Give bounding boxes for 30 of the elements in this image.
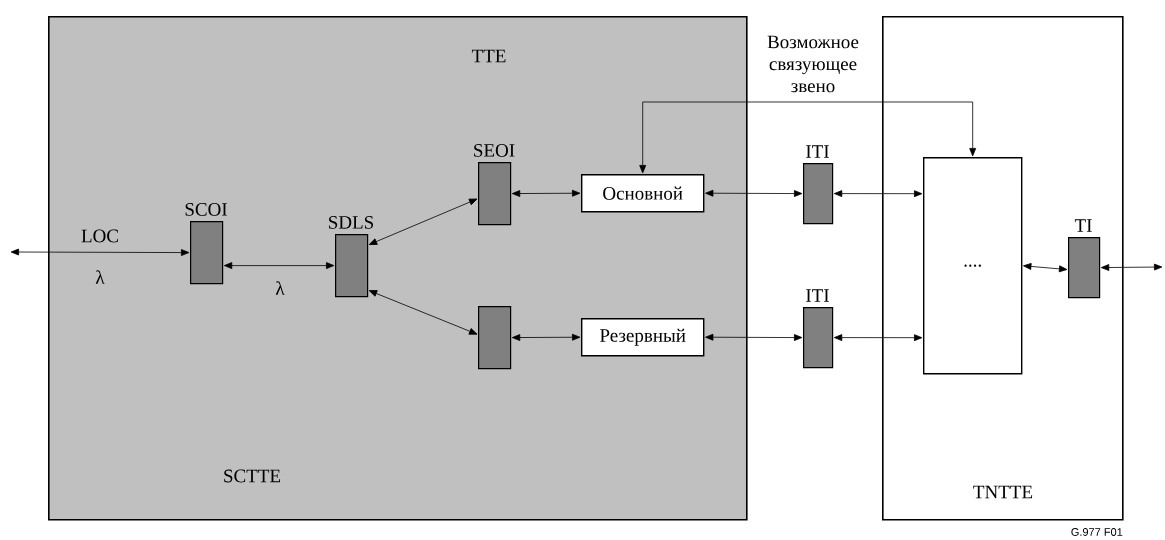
double-arrow <box>833 334 923 342</box>
port-label: SCOI <box>185 203 227 216</box>
double-arrow <box>1023 263 1068 273</box>
double-arrow <box>10 248 190 256</box>
figure-id: G.977 F01 <box>1071 528 1123 536</box>
double-arrow <box>705 189 803 197</box>
double-arrow <box>368 290 478 335</box>
double-arrow <box>833 190 923 198</box>
port-label: SEOI <box>474 144 515 157</box>
panel-label: TNTTE <box>973 485 1033 499</box>
port-label: SDLS <box>329 216 374 229</box>
text-box: .... <box>923 157 1023 375</box>
panel-label: SCTTE <box>224 469 281 483</box>
double-arrow <box>511 189 581 197</box>
port-label: ITI <box>806 289 829 302</box>
double-arrow <box>511 333 581 341</box>
double-arrow <box>705 333 803 341</box>
text-box: Основной <box>581 174 705 213</box>
port-label: TI <box>1074 219 1092 232</box>
edge-label: λ <box>274 280 286 296</box>
double-arrow <box>639 101 977 174</box>
port-block <box>478 306 512 370</box>
note-text: Возможное связующее звено <box>767 35 859 93</box>
text-box: Резервный <box>581 318 705 357</box>
double-arrow <box>1100 263 1163 271</box>
double-arrow <box>368 198 478 245</box>
symbol-label: λ <box>95 270 105 284</box>
panel-label: TTE <box>471 49 506 63</box>
port-label: ITI <box>806 145 829 158</box>
double-arrow <box>223 262 335 269</box>
